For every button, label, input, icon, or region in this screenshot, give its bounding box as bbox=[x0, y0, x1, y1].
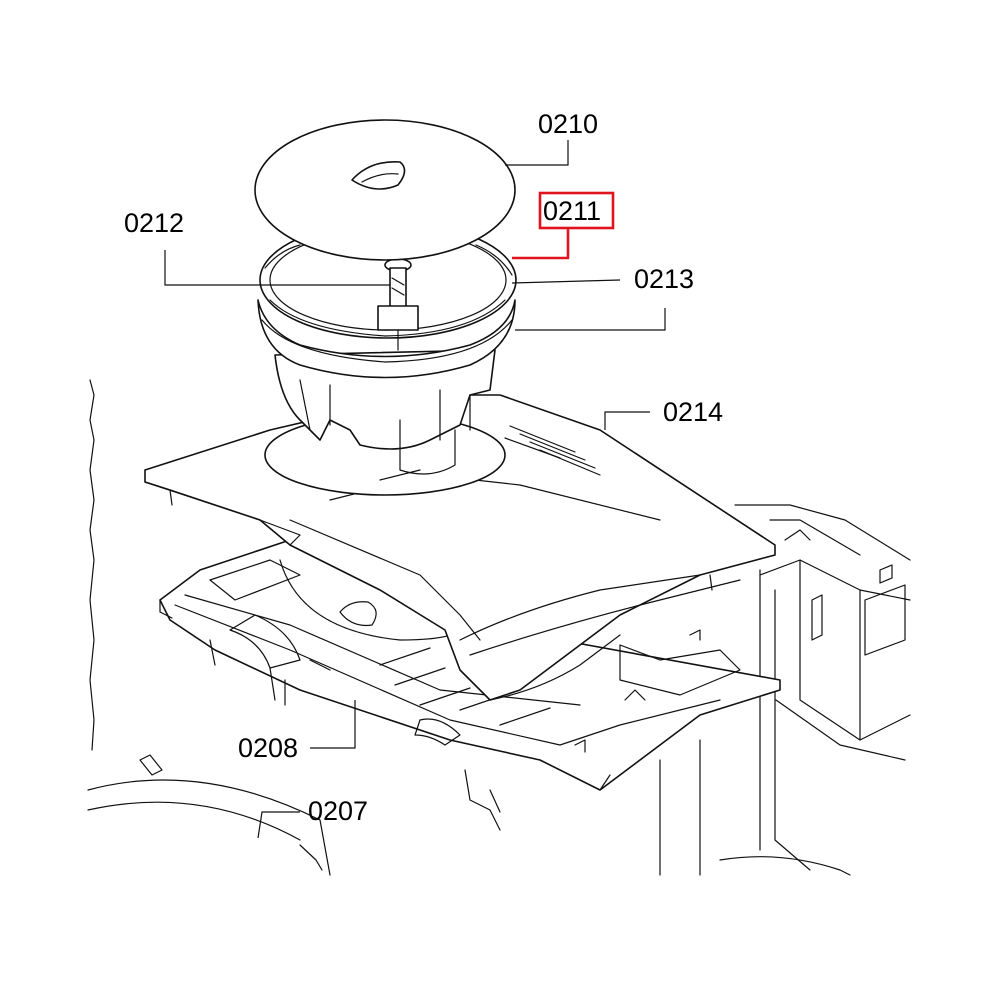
leader-0208 bbox=[310, 700, 356, 749]
leader-lines bbox=[164, 140, 666, 839]
leader-0211-highlight bbox=[512, 228, 570, 260]
leader-0207 bbox=[257, 811, 300, 839]
callout-0210: 0210 bbox=[538, 109, 598, 139]
leader-0214 bbox=[604, 411, 650, 430]
right-frame bbox=[734, 504, 911, 761]
lid bbox=[254, 119, 516, 261]
bowl-body bbox=[257, 299, 516, 496]
callout-0208: 0208 bbox=[238, 733, 298, 763]
callout-0207: 0207 bbox=[308, 796, 368, 826]
callout-0212: 0212 bbox=[124, 208, 184, 238]
callout-0213: 0213 bbox=[634, 264, 694, 294]
callout-0211: 0211 bbox=[543, 196, 601, 226]
highlight-box-0211 bbox=[538, 191, 615, 230]
base-housing bbox=[87, 379, 851, 876]
leader-0213 bbox=[511, 279, 621, 284]
leader-0210 bbox=[505, 140, 569, 166]
leader-0212 bbox=[164, 250, 390, 286]
callout-labels: 0210 0211 0212 0213 0214 0208 0207 bbox=[124, 109, 723, 826]
spindle bbox=[377, 258, 419, 351]
leader-0213-body bbox=[515, 308, 666, 331]
callout-0214: 0214 bbox=[663, 397, 723, 427]
